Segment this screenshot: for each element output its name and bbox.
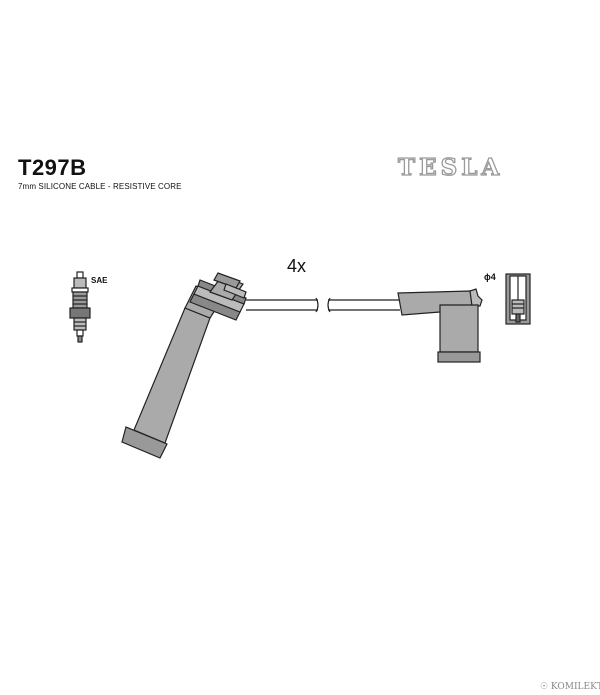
terminal-diameter-label: ϕ4 bbox=[484, 272, 496, 282]
spark-plug-icon bbox=[69, 271, 91, 343]
part-code: T297B bbox=[18, 155, 87, 180]
cable-description: 7mm SILICONE CABLE - RESISTIVE CORE bbox=[18, 182, 182, 191]
brand-logo: TESLA bbox=[397, 153, 504, 181]
straight-boot bbox=[121, 272, 247, 459]
footer-watermark: ☉ KOMILEKT bbox=[540, 682, 600, 692]
quantity-label: 4x bbox=[287, 256, 307, 276]
spark-plug-standard-label: SAE bbox=[91, 276, 108, 285]
ignition-cable bbox=[246, 297, 400, 313]
terminal-connector-icon bbox=[505, 273, 531, 325]
angled-boot bbox=[397, 288, 483, 363]
